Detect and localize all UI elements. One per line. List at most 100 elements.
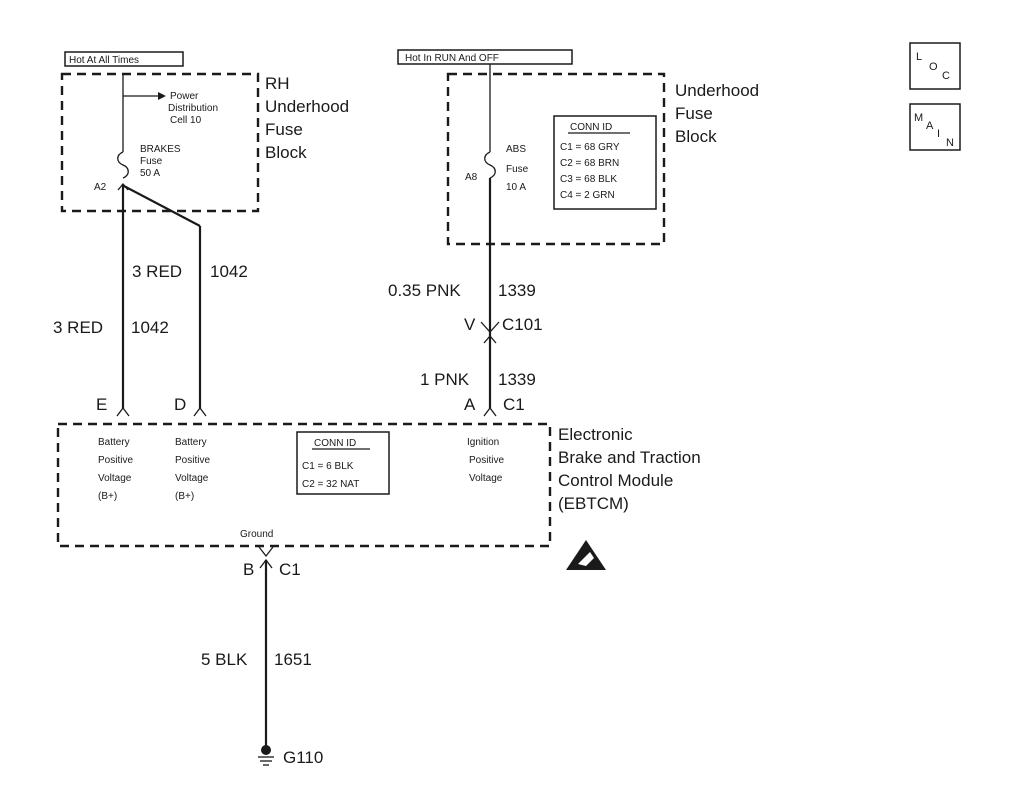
- pdc-arrow-head: [158, 92, 166, 100]
- ebtcm-conn-id-row1: C1 = 6 BLK: [302, 461, 354, 472]
- main-letter-i: I: [937, 128, 940, 140]
- pin-e-function-line4: (B+): [98, 491, 117, 502]
- loc-button-frame: [909, 42, 961, 90]
- main-letter-m: M: [914, 112, 923, 124]
- rh-fuse-block-name-line4: Block: [265, 143, 307, 162]
- pin-e-label: E: [96, 395, 107, 414]
- pdc-label-line1: Power: [170, 91, 199, 102]
- main-button-frame: [909, 103, 961, 151]
- ground-wire-size: 5 BLK: [201, 650, 248, 669]
- hot-in-run-and-off-label: Hot In RUN And OFF: [405, 53, 499, 64]
- esd-hand: [578, 552, 594, 566]
- pin-e-connector-icon: [116, 406, 130, 417]
- pin-b-label: B: [243, 560, 254, 579]
- c101-connector-top-icon: [480, 321, 500, 333]
- wire-1339-top-circuit: 1339: [498, 281, 536, 300]
- ebtcm-conn-id-title: CONN ID: [314, 438, 356, 449]
- underhood-conn-id-row2: C2 = 68 BRN: [560, 158, 619, 169]
- loc-letter-c: C: [942, 70, 950, 82]
- abs-fuse-label-line2: Fuse: [506, 164, 529, 175]
- wire-1339-bottom-circuit: 1339: [498, 370, 536, 389]
- esd-triangle: [566, 540, 606, 570]
- underhood-conn-id-row1: C1 = 68 GRY: [560, 142, 620, 153]
- ground-wire-circuit: 1651: [274, 650, 312, 669]
- pin-b-connector-top-icon: [258, 546, 274, 558]
- ebtcm-conn-id-table: CONN ID C1 = 6 BLK C2 = 32 NAT: [296, 431, 390, 495]
- underhood-fuse-block-name-line3: Block: [675, 127, 717, 146]
- hot-in-run-and-off-label-box: [397, 49, 573, 65]
- pdc-label-line3: Cell 10: [170, 115, 202, 126]
- ebtcm-name-line4: (EBTCM): [558, 494, 629, 513]
- underhood-conn-id-table: CONN ID C1 = 68 GRY C2 = 68 BRN C3 = 68 …: [553, 115, 657, 210]
- loc-button[interactable]: L O C: [909, 42, 961, 90]
- c101-connector-name: C101: [502, 315, 543, 334]
- esd-warning-icon: [566, 540, 606, 570]
- pin-e-function-line1: Battery: [98, 437, 130, 448]
- brakes-fuse-label-line1: BRAKES: [140, 144, 181, 155]
- hot-at-all-times-label-box: [64, 51, 184, 67]
- underhood-fuse-block-name-line1: Underhood: [675, 81, 759, 100]
- underhood-conn-id-title: CONN ID: [570, 122, 612, 133]
- pin-d-function-line2: Positive: [175, 455, 210, 466]
- ground-function-label: Ground: [240, 529, 273, 540]
- rh-fuse-block-name-line2: Underhood: [265, 97, 349, 116]
- ebtcm-name-line1: Electronic: [558, 425, 633, 444]
- ebtcm-conn-id-row2: C2 = 32 NAT: [302, 479, 359, 490]
- pin-e-function-line2: Positive: [98, 455, 133, 466]
- pin-d-function-line3: Voltage: [175, 473, 209, 484]
- abs-fuse-icon: [484, 151, 496, 179]
- ebtcm-name-line3: Control Module: [558, 471, 673, 490]
- pin-d-function-line1: Battery: [175, 437, 207, 448]
- abs-fuse-label-line1: ABS: [506, 144, 526, 155]
- main-letter-a: A: [926, 120, 934, 132]
- brakes-fuse-label-line3: 50 A: [140, 168, 160, 179]
- hot-at-all-times-label: Hot At All Times: [69, 55, 139, 66]
- pin-d-connector-icon: [193, 406, 207, 417]
- pin-a-label: A: [464, 395, 476, 414]
- wire-1042-inner-size: 3 RED: [132, 262, 182, 281]
- loc-letter-l: L: [916, 51, 922, 63]
- pin-d-label: D: [174, 395, 186, 414]
- wire-1042-inner-circuit: 1042: [210, 262, 248, 281]
- underhood-fuse-block-name-line2: Fuse: [675, 104, 713, 123]
- loc-letter-o: O: [929, 61, 938, 73]
- wire-1042-splice: [123, 185, 201, 227]
- wire-1042-outer-circuit: 1042: [131, 318, 169, 337]
- pin-a-connector: C1: [503, 395, 525, 414]
- pin-d-function-line4: (B+): [175, 491, 194, 502]
- pdc-label-line2: Distribution: [168, 103, 218, 114]
- underhood-conn-id-row4: C4 = 2 GRN: [560, 190, 615, 201]
- ground-symbol-icon: [258, 745, 274, 766]
- c101-pin-label: V: [464, 315, 476, 334]
- wire-1339-bottom-size: 1 PNK: [420, 370, 470, 389]
- underhood-fuse-block-outline: [446, 72, 666, 246]
- wire-1339-top-size: 0.35 PNK: [388, 281, 461, 300]
- abs-fuse-label-line3: 10 A: [506, 182, 526, 193]
- brakes-fuse-cavity: A2: [94, 182, 107, 193]
- ebtcm-conn-id-frame: [296, 431, 390, 495]
- pin-e-function-line3: Voltage: [98, 473, 132, 484]
- wire-1042-outer-size: 3 RED: [53, 318, 103, 337]
- main-button[interactable]: M A I N: [909, 103, 961, 151]
- main-letter-n: N: [946, 137, 954, 149]
- ebtcm-name-line2: Brake and Traction: [558, 448, 701, 467]
- ground-point-label: G110: [283, 748, 323, 767]
- pin-a-function-line3: Voltage: [469, 473, 503, 484]
- pin-a-function-line2: Positive: [469, 455, 504, 466]
- underhood-conn-id-row3: C3 = 68 BLK: [560, 174, 617, 185]
- ebtcm-module-outline: [56, 422, 552, 548]
- pin-a-function-line1: Ignition: [467, 437, 499, 448]
- abs-fuse-cavity: A8: [465, 172, 478, 183]
- brakes-fuse-label-line2: Fuse: [140, 156, 163, 167]
- pin-a-connector-icon: [483, 406, 497, 417]
- rh-underhood-fuse-block-outline: [60, 72, 260, 213]
- brakes-fuse-icon: [117, 151, 129, 179]
- rh-fuse-block-name-line1: RH: [265, 74, 290, 93]
- underhood-conn-id-frame: [553, 115, 657, 210]
- ground-node: [261, 745, 271, 755]
- pin-b-connector: C1: [279, 560, 301, 579]
- c101-connector-bottom-icon: [483, 335, 497, 344]
- rh-fuse-block-name-line3: Fuse: [265, 120, 303, 139]
